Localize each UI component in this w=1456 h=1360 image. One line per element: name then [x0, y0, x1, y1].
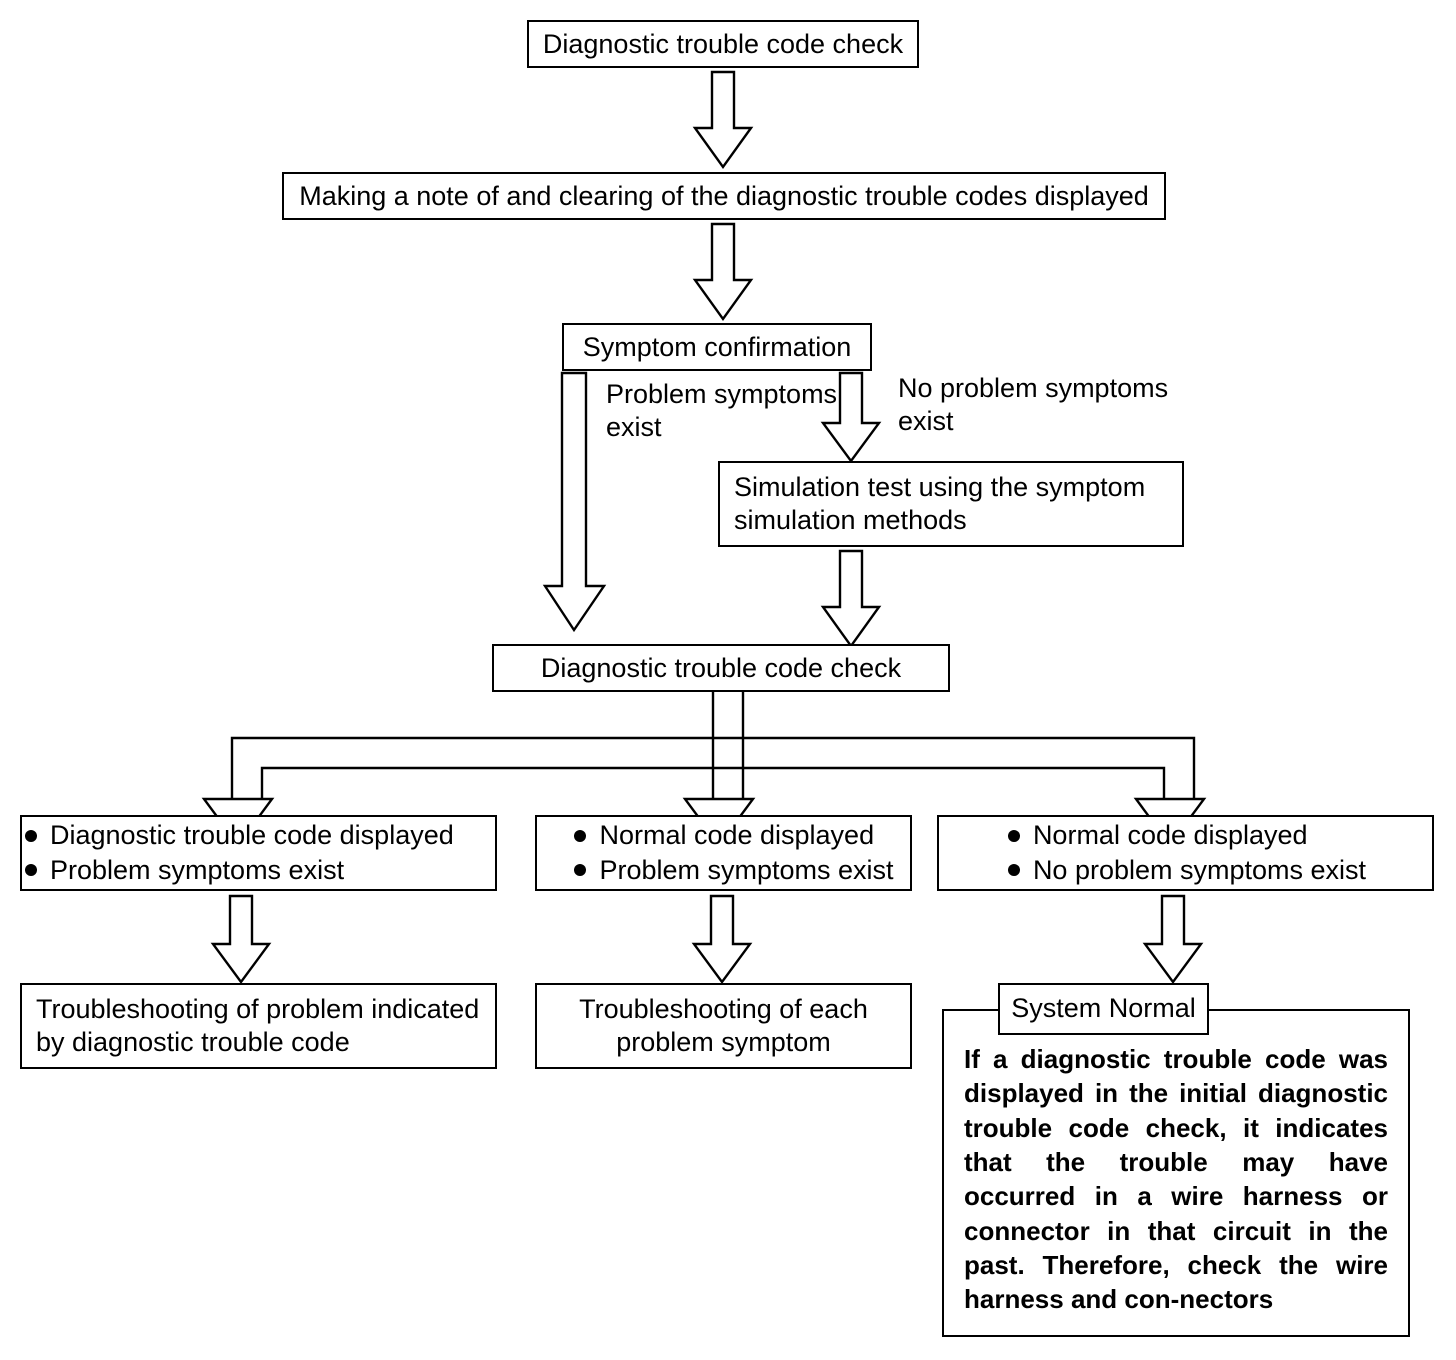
node-system-normal-caption-label: System Normal: [1011, 993, 1196, 1024]
node-symptom-confirmation: Symptom confirmation: [562, 323, 872, 371]
arrow-dtc1-to-clear: [692, 70, 754, 170]
node-dtc-check-1: Diagnostic trouble code check: [527, 20, 919, 68]
node-dtc-check-2: Diagnostic trouble code check: [492, 644, 950, 692]
arrow-outcome-middle-to-action-middle: [691, 894, 753, 985]
node-outcome-left: Diagnostic trouble code displayed Proble…: [20, 815, 497, 891]
arrow-outcome-left-to-action-left: [210, 894, 272, 985]
node-system-normal-container: [942, 1009, 1410, 1337]
node-dtc-check-1-label: Diagnostic trouble code check: [542, 28, 904, 59]
node-action-left-label: Troubleshooting of problem indicated by …: [36, 994, 480, 1057]
node-clear-codes: Making a note of and clearing of the dia…: [282, 172, 1166, 220]
node-outcome-right: Normal code displayed No problem symptom…: [937, 815, 1434, 891]
node-action-left: Troubleshooting of problem indicated by …: [20, 983, 497, 1069]
list-item: Normal code displayed: [1005, 818, 1366, 853]
node-symptom-confirmation-label: Symptom confirmation: [582, 331, 852, 362]
edge-label-problem-symptoms-exist: Problem symptoms exist: [606, 379, 838, 442]
list-item: Problem symptoms exist: [571, 853, 893, 888]
node-simulation-test-label: Simulation test using the symptom simula…: [734, 472, 1146, 535]
node-system-normal-note: If a diagnostic trouble code was display…: [964, 1044, 1388, 1315]
branch-pipe-three-way: [210, 692, 1230, 817]
node-clear-codes-label: Making a note of and clearing of the dia…: [299, 180, 1149, 211]
node-outcome-middle: Normal code displayed Problem symptoms e…: [535, 815, 912, 891]
arrow-clear-to-symptom: [692, 222, 754, 322]
list-item: Problem symptoms exist: [22, 853, 495, 888]
node-action-middle-label: Troubleshooting of each problem symptom: [579, 994, 868, 1057]
arrow-symptom-to-dtc2-left: [542, 371, 607, 633]
node-action-middle: Troubleshooting of each problem symptom: [535, 983, 912, 1069]
list-item: Diagnostic trouble code displayed: [22, 818, 495, 853]
node-dtc-check-2-label: Diagnostic trouble code check: [540, 652, 902, 683]
node-simulation-test: Simulation test using the symptom simula…: [718, 461, 1184, 547]
list-item: Normal code displayed: [571, 818, 893, 853]
edge-label-no-problem-symptoms-exist: No problem symptoms exist: [898, 373, 1169, 436]
arrow-simulation-to-dtc2: [820, 549, 882, 649]
arrow-outcome-right-to-system-normal: [1142, 894, 1204, 985]
arrow-symptom-to-simulation: [820, 371, 882, 464]
list-item: No problem symptoms exist: [1005, 853, 1366, 888]
node-system-normal-caption: System Normal: [998, 983, 1209, 1035]
